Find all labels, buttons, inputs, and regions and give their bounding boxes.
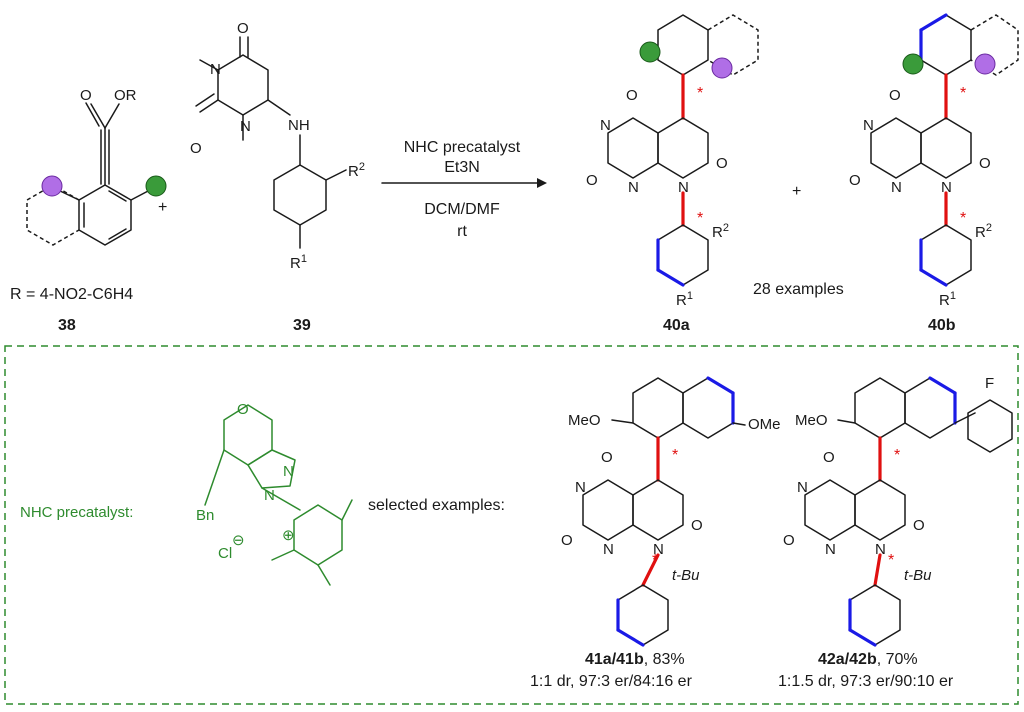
svg-text:N: N [863, 117, 874, 134]
svg-text:O: O [586, 172, 598, 189]
svg-text:⊖: ⊖ [232, 532, 245, 549]
example-42-substituent: F [985, 375, 994, 392]
reaction-arrow [381, 178, 547, 188]
examples-box [4, 345, 1019, 705]
plus-sign-2: + [792, 183, 801, 200]
svg-text:O: O [237, 20, 249, 37]
svg-text:O: O [823, 449, 835, 466]
example-41-structure: MeO OMe * O O O N N N * t-Bu [561, 376, 781, 647]
plus-sign: + [158, 199, 167, 216]
example-41-substituent: OMe [748, 416, 781, 433]
svg-text:N: N [891, 179, 902, 196]
compound-40b-structure: * O O O N N N * R2 R1 [849, 13, 1019, 309]
chloride-label: Cl [218, 545, 232, 562]
svg-text:*: * [888, 552, 894, 569]
svg-text:N: N [797, 479, 808, 496]
svg-text:O: O [849, 172, 861, 189]
reaction-solvent: DCM/DMF [424, 201, 500, 218]
svg-text:N: N [240, 118, 251, 135]
r-group-definition: R = 4-NO2-C6H4 [10, 286, 133, 303]
svg-text:N: N [941, 179, 952, 196]
selected-examples-label: selected examples: [368, 497, 505, 514]
svg-text:*: * [697, 210, 703, 227]
svg-text:N: N [603, 541, 614, 558]
svg-text:O: O [913, 517, 925, 534]
example-42-ortho: t-Bu [904, 567, 932, 584]
svg-text:*: * [652, 552, 658, 569]
svg-text:O: O [190, 140, 202, 157]
example-42-caption: 42a/42b, 70% [818, 651, 918, 668]
example-41-ortho: t-Bu [672, 567, 700, 584]
compound-label-38: 38 [58, 317, 76, 334]
svg-text:*: * [960, 210, 966, 227]
svg-text:O: O [716, 155, 728, 172]
svg-text:*: * [697, 85, 703, 102]
compound-39-structure: O O N N NH R2 R1 [190, 20, 365, 272]
purple-substituent-icon [41, 175, 63, 197]
svg-text:N: N [678, 179, 689, 196]
svg-text:R1: R1 [676, 290, 693, 309]
example-41-caption: 41a/41b, 83% [585, 651, 685, 668]
svg-text:N: N [875, 541, 886, 558]
compound-label-40a: 40a [663, 317, 690, 334]
svg-text:N: N [575, 479, 586, 496]
svg-text:O: O [237, 401, 249, 418]
svg-text:N: N [653, 541, 664, 558]
compound-38-structure: O OR [26, 87, 167, 246]
svg-text:N: N [264, 487, 275, 504]
ester-label: OR [114, 87, 137, 104]
svg-text:O: O [691, 517, 703, 534]
svg-text:O: O [783, 532, 795, 549]
reagent-catalyst: NHC precatalyst [404, 139, 521, 156]
svg-text:R2: R2 [975, 222, 992, 241]
example-42-selectivity: 1:1.5 dr, 97:3 er/90:10 er [778, 673, 954, 690]
svg-text:N: N [628, 179, 639, 196]
reagent-base: Et3N [444, 159, 480, 176]
reaction-temperature: rt [457, 223, 467, 240]
example-42-structure: MeO F * O O O N N N * t-Bu [783, 375, 1013, 647]
svg-text:N: N [283, 463, 294, 480]
svg-text:N: N [210, 61, 221, 78]
example-41-yield: , 83% [644, 651, 685, 668]
benzyl-label: Bn [196, 507, 214, 524]
examples-count: 28 examples [753, 281, 844, 298]
svg-text:N: N [825, 541, 836, 558]
svg-text:*: * [960, 85, 966, 102]
svg-text:R1: R1 [939, 290, 956, 309]
svg-text:R2: R2 [712, 222, 729, 241]
svg-text:O: O [561, 532, 573, 549]
svg-text:N: N [600, 117, 611, 134]
svg-text:R2: R2 [348, 161, 365, 180]
svg-text:O: O [979, 155, 991, 172]
compound-40a-structure: * O O O N N N * R2 R1 [586, 14, 759, 309]
example-42-yield: , 70% [877, 651, 918, 668]
example-41-label: 41a/41b [585, 651, 644, 668]
oxygen-label: O [80, 87, 92, 104]
svg-text:NH: NH [288, 117, 310, 134]
example-42-label: 42a/42b [818, 651, 877, 668]
green-substituent-icon [145, 175, 167, 197]
svg-text:⊕: ⊕ [282, 527, 295, 544]
svg-text:*: * [672, 447, 678, 464]
svg-text:R1: R1 [290, 253, 307, 272]
svg-text:O: O [626, 87, 638, 104]
svg-text:O: O [889, 87, 901, 104]
nhc-catalyst-structure: O N N Bn Cl ⊖ ⊕ [196, 401, 353, 586]
svg-text:MeO: MeO [795, 412, 828, 429]
example-41-selectivity: 1:1 dr, 97:3 er/84:16 er [530, 673, 693, 690]
compound-label-40b: 40b [928, 317, 956, 334]
compound-label-39: 39 [293, 317, 311, 334]
svg-text:*: * [894, 447, 900, 464]
svg-text:O: O [601, 449, 613, 466]
catalyst-label: NHC precatalyst: [20, 504, 133, 521]
svg-text:MeO: MeO [568, 412, 601, 429]
